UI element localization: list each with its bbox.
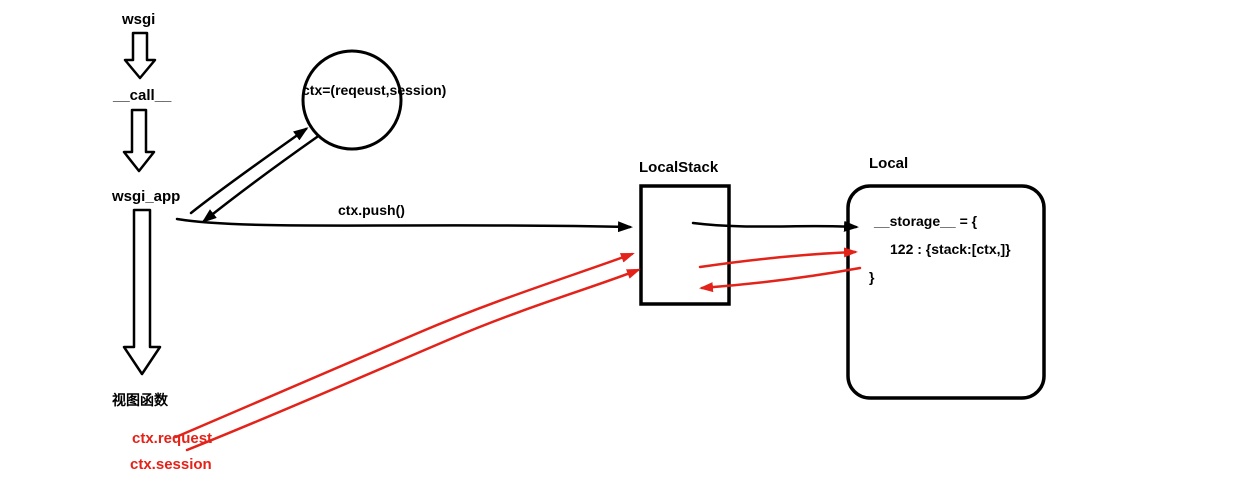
- red-local-to-localstack-arrow: [699, 266, 862, 293]
- local-box: [846, 184, 1046, 400]
- ctx-request-label: ctx.request: [132, 430, 213, 447]
- local-title: Local: [869, 155, 909, 172]
- wsgi-label: wsgi: [122, 11, 156, 28]
- view-function-label: 视图函数: [112, 392, 168, 408]
- call-label: __call__: [113, 87, 172, 104]
- ctx-to-wsgiapp-arrow: [201, 135, 319, 223]
- localstack-to-local-arrow: [691, 220, 859, 232]
- storage-line-2: 122 : {stack:[ctx,]}: [890, 241, 1011, 257]
- ctx-push-arrow: [175, 217, 633, 233]
- localstack-box: [639, 184, 731, 306]
- ctx-tuple-label: ctx=(reqeust,session): [302, 82, 447, 98]
- ctx-session-label: ctx.session: [130, 456, 212, 473]
- red-view-to-localstack-arrow-2: [185, 268, 641, 452]
- wsgiapp-to-ctx-arrow: [189, 127, 309, 215]
- ctx-circle: [301, 49, 403, 151]
- localstack-title: LocalStack: [639, 159, 719, 176]
- ctx-push-label: ctx.push(): [338, 202, 405, 218]
- block-arrow-wsgi-to-call: [123, 31, 157, 80]
- red-view-to-localstack-arrow-1: [174, 252, 635, 439]
- block-arrow-call-to-wsgiapp: [122, 108, 156, 173]
- red-localstack-to-local-arrow: [698, 247, 858, 269]
- storage-line-1: __storage__ = {: [874, 213, 978, 229]
- storage-line-3: }: [869, 269, 875, 285]
- wsgi-app-label: wsgi_app: [112, 188, 181, 205]
- block-arrow-wsgiapp-to-view: [122, 208, 162, 376]
